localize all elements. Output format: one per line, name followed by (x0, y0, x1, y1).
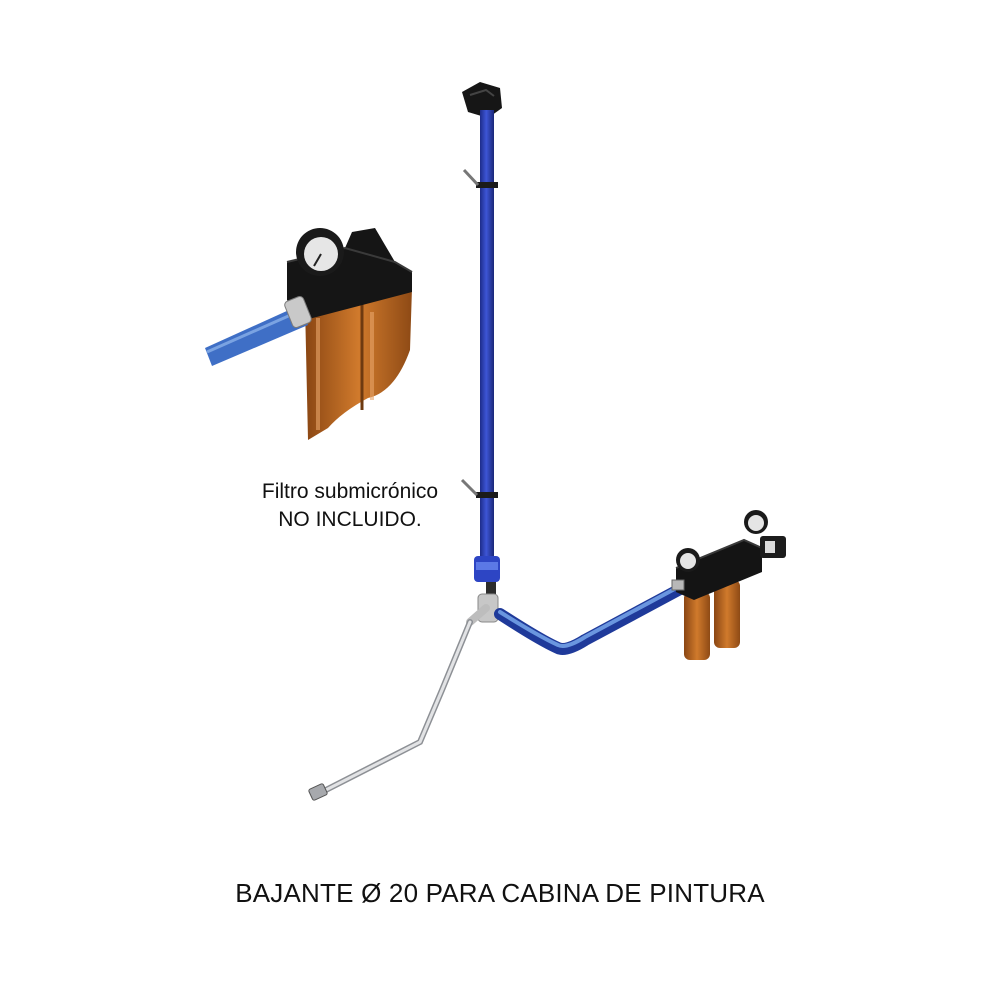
filter-note-line1: Filtro submicrónico (261, 480, 439, 503)
filter-regulator-unit (671, 510, 786, 660)
filter-bowls (305, 288, 412, 440)
ball-valve (474, 556, 500, 594)
filter-note: Filtro submicrónico NO INCLUIDO. (200, 478, 500, 534)
diagram-title: BAJANTE Ø 20 PARA CABINA DE PINTURA (235, 878, 765, 908)
hose-fitting (284, 295, 312, 329)
filter-note-line2: NO INCLUIDO. (278, 508, 422, 531)
pressure-gauge-icon (296, 228, 344, 276)
inset-air-hose (205, 305, 308, 366)
spray-gun-hose (308, 619, 473, 801)
gauge-left-icon (676, 548, 700, 572)
pipe-clamp-upper (462, 168, 498, 188)
vertical-downpipe (480, 110, 494, 570)
blue-hose-to-regulator (494, 582, 688, 655)
submicronic-filter-detail (205, 228, 413, 440)
outlet-fitting (671, 579, 685, 591)
filter-bowls-small (684, 580, 740, 660)
ceiling-bracket (462, 82, 502, 118)
gauge-right-icon (744, 510, 768, 534)
pipe-clamp-lower (460, 478, 498, 498)
tee-fitting (466, 593, 499, 626)
regulator-knob (760, 536, 786, 558)
